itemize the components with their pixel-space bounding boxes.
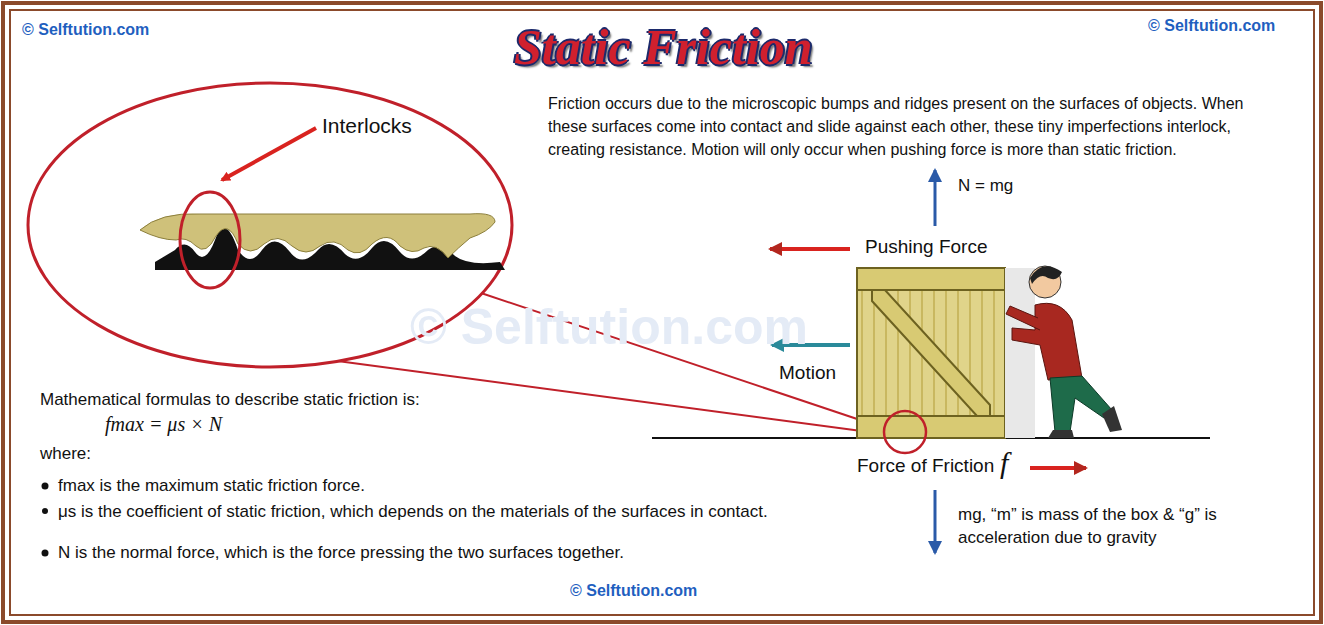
title: Static Friction: [514, 18, 813, 76]
symbol: f: [1000, 446, 1008, 480]
bullet-text: μs is the coefficient of static friction…: [58, 501, 788, 523]
force-label: mg, “m” is mass of the box & “g” is acce…: [958, 503, 1278, 549]
watermark: © Selftution.com: [410, 298, 808, 356]
bullet-text: N is the normal force, which is the forc…: [58, 543, 624, 563]
copyright: © Selftution.com: [22, 21, 149, 39]
formula-note: where:: [40, 444, 91, 464]
description: Friction occurs due to the microscopic b…: [548, 92, 1253, 161]
formula: fmax = μs × N: [105, 413, 222, 436]
force-label: Force of Friction: [857, 455, 994, 477]
force-label: N = mg: [958, 176, 1013, 196]
force-label: Pushing Force: [865, 236, 988, 258]
copyright: © Selftution.com: [1148, 17, 1275, 35]
formula-intro: Mathematical formulas to describe static…: [40, 390, 420, 410]
bullet-text: fmax is the maximum static friction forc…: [58, 476, 365, 496]
callout-label: Interlocks: [322, 114, 412, 138]
copyright: © Selftution.com: [570, 582, 697, 600]
force-label: Motion: [779, 362, 836, 384]
